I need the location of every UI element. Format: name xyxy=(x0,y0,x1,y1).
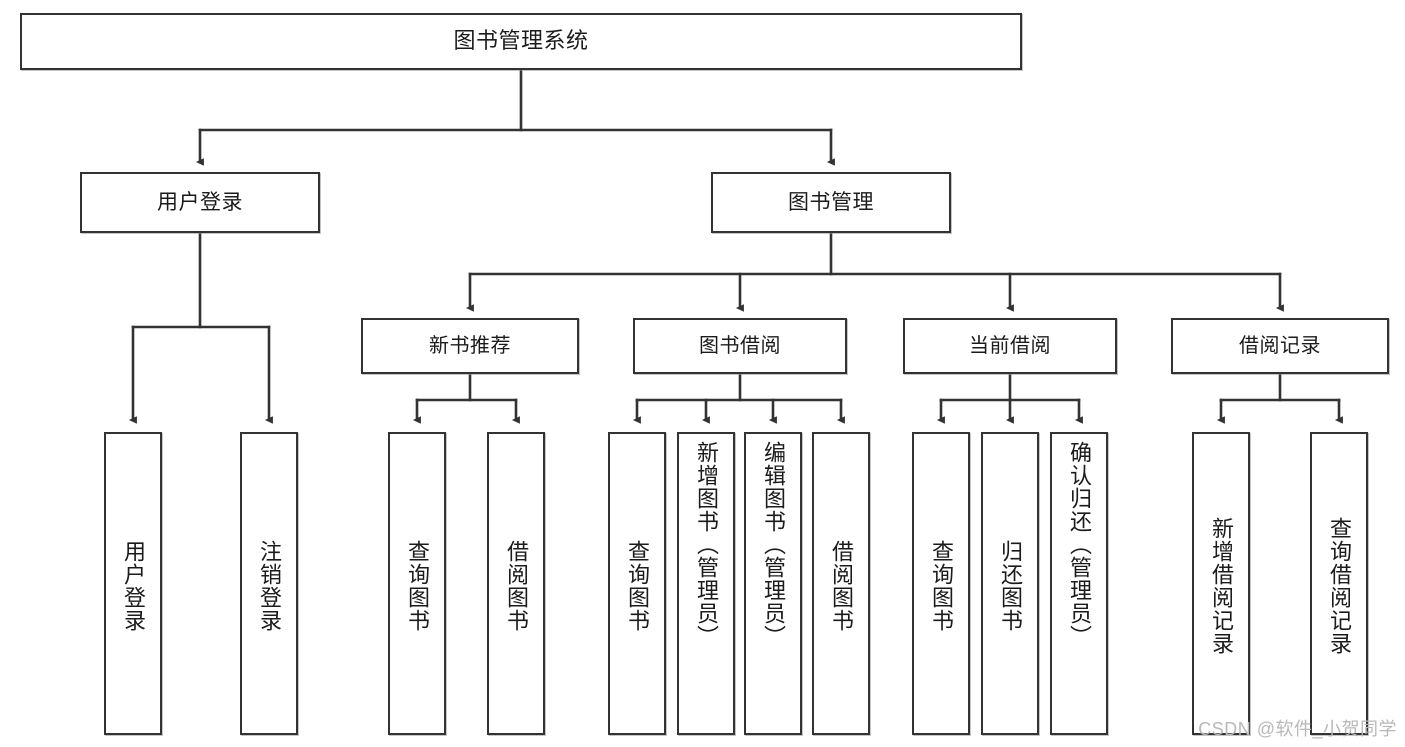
leaf-text-wrap: 新增借阅记录 xyxy=(1194,438,1248,733)
node-label: 图书管理 xyxy=(788,190,874,214)
leaf-borrow-record-add-record[interactable]: 新增借阅记录 xyxy=(1192,432,1250,735)
leaf-text-wrap: 查询图书 xyxy=(914,438,968,733)
node-user-login[interactable]: 用户登录 xyxy=(80,172,320,233)
leaf-new-book-borrow-book[interactable]: 借阅图书 xyxy=(487,432,545,735)
node-current-borrow[interactable]: 当前借阅 xyxy=(903,318,1117,374)
node-label: 新增图书（管理员） xyxy=(693,441,719,648)
leaf-text-wrap: 查询借阅记录 xyxy=(1312,438,1366,733)
leaf-current-borrow-return-book[interactable]: 归还图书 xyxy=(981,432,1039,735)
node-book-borrow[interactable]: 图书借阅 xyxy=(633,318,847,374)
leaf-text-wrap: 新增图书（管理员） xyxy=(679,438,733,736)
leaf-new-book-query-book[interactable]: 查询图书 xyxy=(388,432,446,735)
node-label: 借阅记录 xyxy=(1239,335,1321,357)
node-label: 图书管理系统 xyxy=(453,28,589,54)
leaf-book-borrow-borrow-book[interactable]: 借阅图书 xyxy=(812,432,870,735)
leaf-user-login-logout[interactable]: 注销登录 xyxy=(240,432,298,735)
current-borrow-to-leaf-connectors xyxy=(936,372,1083,424)
node-label: 归还图书 xyxy=(997,539,1023,632)
node-label: 新增借阅记录 xyxy=(1208,516,1234,655)
node-label: 编辑图书（管理员） xyxy=(760,441,786,648)
book-borrow-to-leaf-connectors xyxy=(632,372,845,424)
leaf-text-wrap: 注销登录 xyxy=(242,438,296,733)
node-label: 当前借阅 xyxy=(969,335,1051,357)
node-root-library-management-system[interactable]: 图书管理系统 xyxy=(20,13,1022,70)
leaf-borrow-record-query-record[interactable]: 查询借阅记录 xyxy=(1310,432,1368,735)
leaf-text-wrap: 查询图书 xyxy=(390,438,444,733)
node-label: 用户登录 xyxy=(157,190,243,214)
node-label: 新书推荐 xyxy=(429,335,511,357)
leaf-text-wrap: 确认归还（管理员） xyxy=(1052,438,1106,736)
leaf-book-borrow-add-book-admin[interactable]: 新增图书（管理员） xyxy=(677,432,735,735)
node-label: 借阅图书 xyxy=(503,539,529,632)
root-to-level2-connectors xyxy=(195,68,835,166)
leaf-text-wrap: 用户登录 xyxy=(106,438,160,733)
node-label: 查询借阅记录 xyxy=(1326,516,1352,655)
leaf-text-wrap: 查询图书 xyxy=(610,438,664,733)
node-book-management[interactable]: 图书管理 xyxy=(711,172,951,233)
node-label: 确认归还（管理员） xyxy=(1066,441,1092,648)
node-label: 借阅图书 xyxy=(828,539,854,632)
leaf-text-wrap: 编辑图书（管理员） xyxy=(746,438,800,736)
node-label: 查询图书 xyxy=(928,539,954,632)
node-label: 注销登录 xyxy=(256,539,282,632)
leaf-user-login-login[interactable]: 用户登录 xyxy=(104,432,162,735)
leaf-text-wrap: 借阅图书 xyxy=(489,438,543,733)
node-new-book-recommend[interactable]: 新书推荐 xyxy=(361,318,579,374)
user-login-to-leaf-connectors xyxy=(128,231,273,424)
node-label: 查询图书 xyxy=(624,539,650,632)
node-label: 用户登录 xyxy=(120,539,146,632)
leaf-current-borrow-query-book[interactable]: 查询图书 xyxy=(912,432,970,735)
leaf-book-borrow-edit-book-admin[interactable]: 编辑图书（管理员） xyxy=(744,432,802,735)
node-label: 查询图书 xyxy=(404,539,430,632)
node-label: 图书借阅 xyxy=(699,335,781,357)
book-manage-to-level3-connectors xyxy=(465,231,1284,312)
leaf-text-wrap: 借阅图书 xyxy=(814,438,868,733)
leaf-book-borrow-query-book[interactable]: 查询图书 xyxy=(608,432,666,735)
node-borrow-record[interactable]: 借阅记录 xyxy=(1171,318,1389,374)
borrow-record-to-leaf-connectors xyxy=(1216,372,1343,424)
leaf-current-borrow-confirm-return-admin[interactable]: 确认归还（管理员） xyxy=(1050,432,1108,735)
leaf-text-wrap: 归还图书 xyxy=(983,438,1037,733)
new-book-to-leaf-connectors xyxy=(412,372,520,424)
